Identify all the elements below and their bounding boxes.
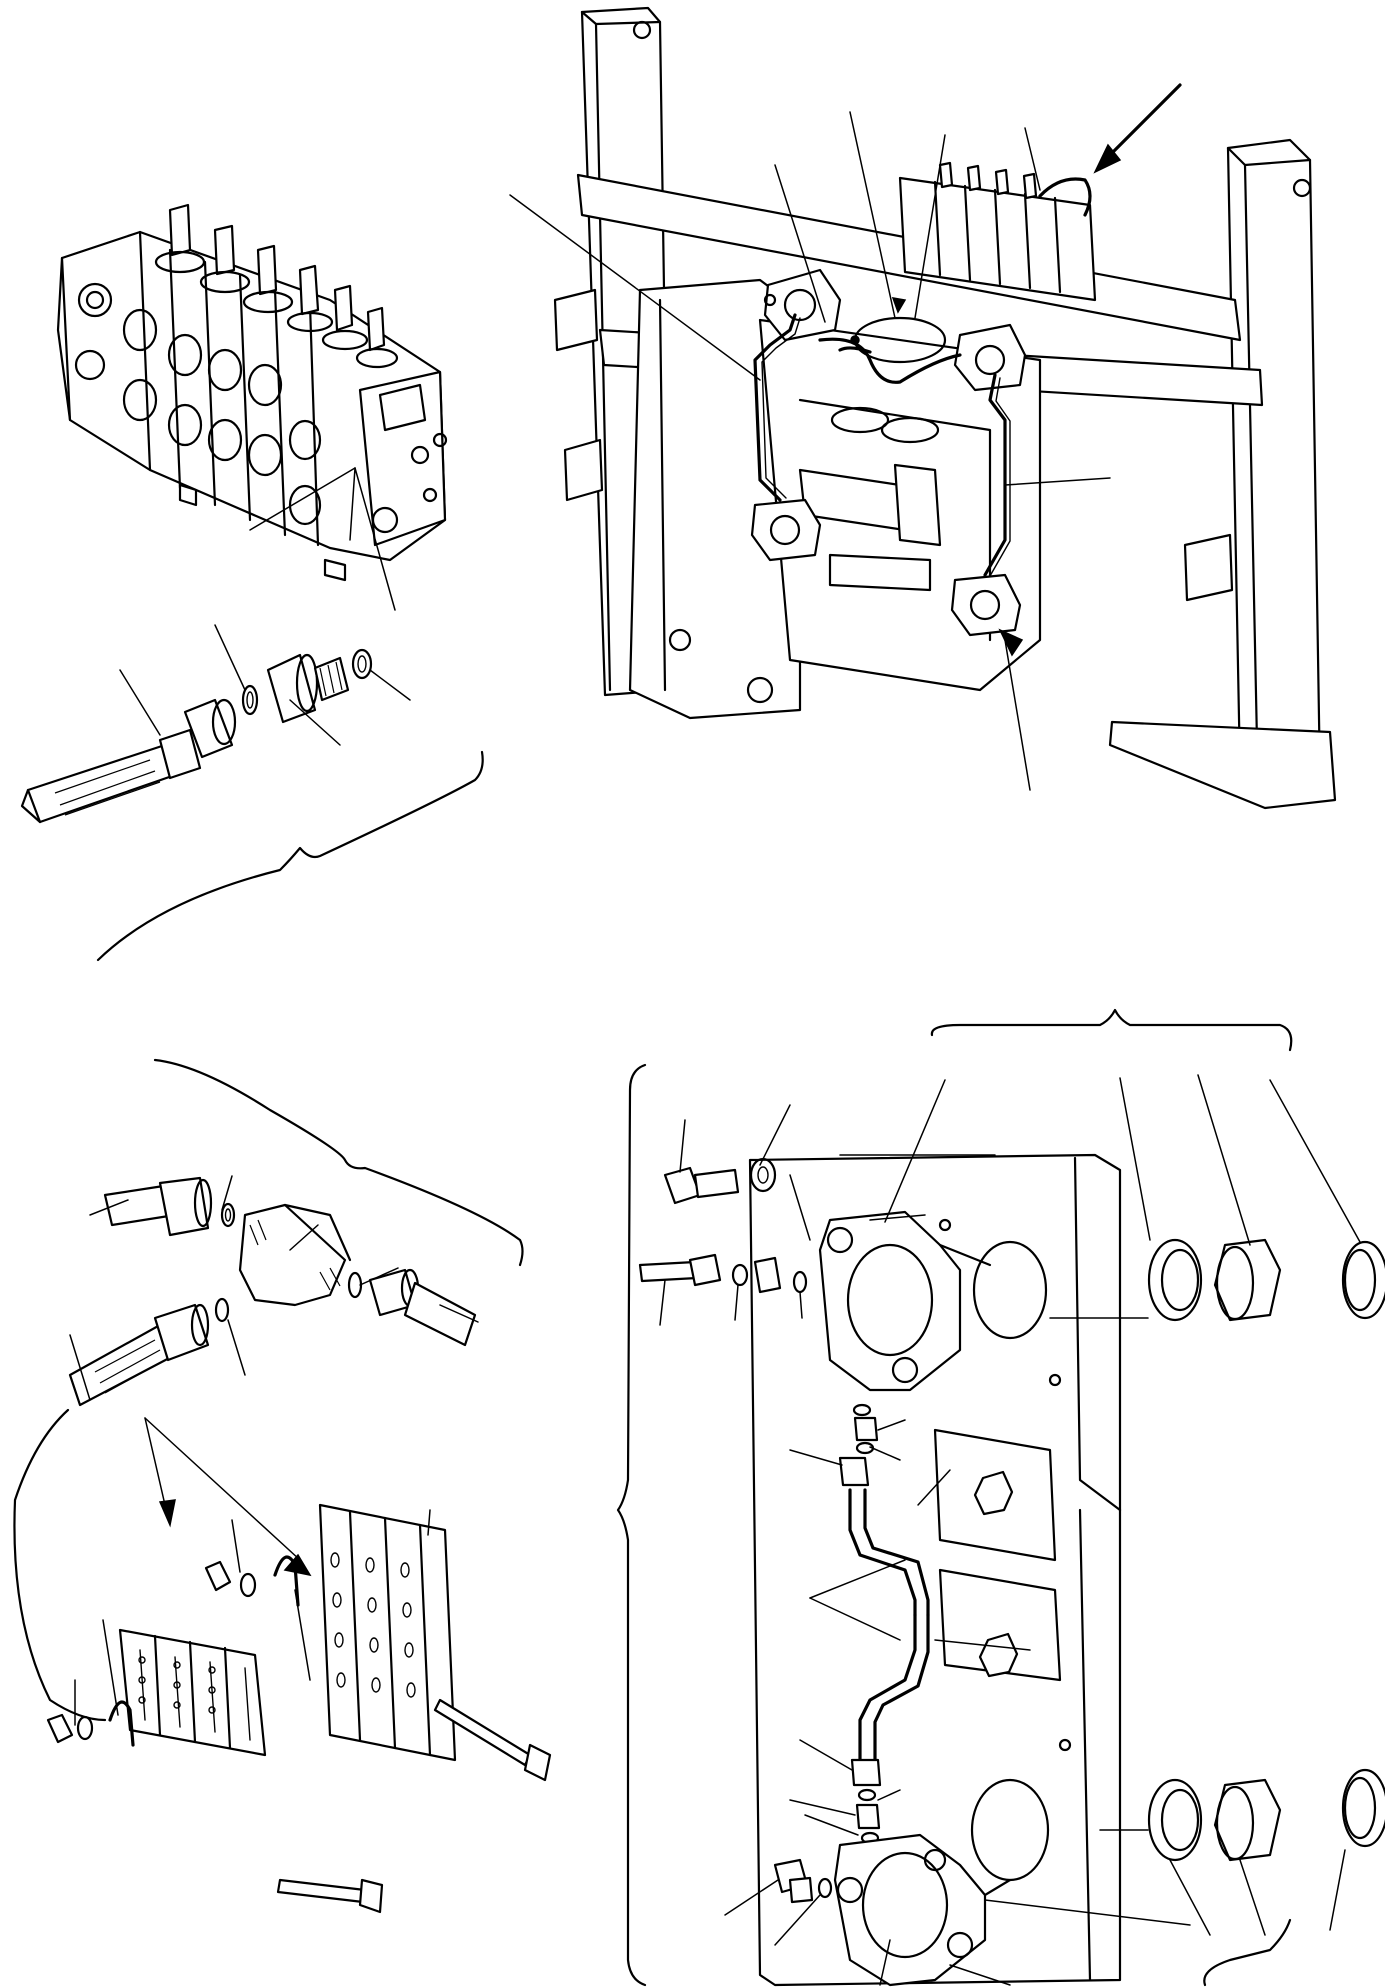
group-bracket-view4-top [930, 1008, 1293, 1052]
group-bracket-view4-bottom [1203, 1918, 1292, 1987]
tee-fitting-and-clamp-view [13, 1058, 552, 1914]
connecting-tube [789, 1403, 1031, 1845]
hose-and-adapter-fitting [20, 624, 411, 824]
pipe-clamp-assembly [46, 1417, 552, 1914]
tee-fitting-assembly [68, 1175, 479, 1407]
control-valve-body [56, 203, 448, 582]
valve-mounted-on-mast [898, 161, 1097, 302]
control-valve-assembly-view [20, 203, 484, 962]
group-bracket-view3 [153, 1058, 524, 1267]
group-bracket-view4-left [616, 1063, 647, 1987]
valve-spool-levers [154, 203, 399, 369]
upper-cylinder-flange [638, 1079, 996, 1392]
cylinder-flange-piping-view [616, 1008, 1385, 1987]
mast-piping-lines [750, 268, 1027, 637]
lower-cylinder-flange [724, 1833, 1191, 1987]
cylinder-seal-and-piston-parts [1049, 1074, 1385, 1936]
group-bracket-view1 [96, 750, 484, 962]
mast-frame-piping-view [509, 6, 1337, 810]
